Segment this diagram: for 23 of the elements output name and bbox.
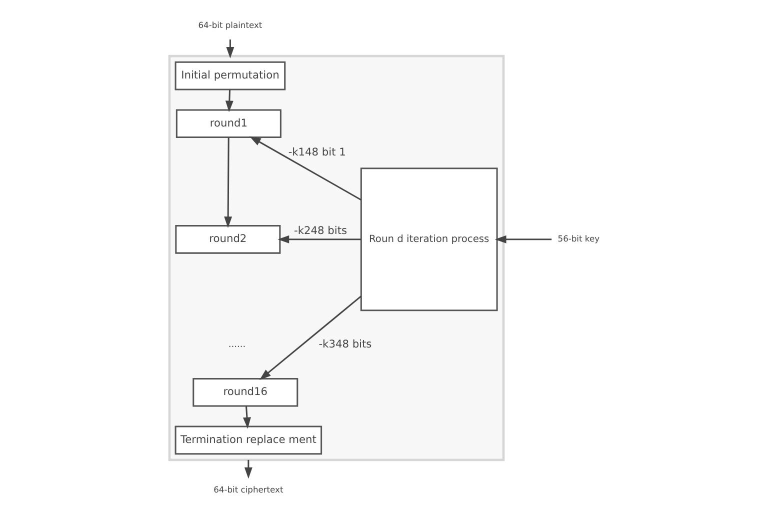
label: ......	[228, 339, 246, 350]
edge-label: -k148 bit 1	[288, 145, 346, 158]
edge-label: -k348 bits	[318, 336, 372, 350]
node-box: Roun d iteration process	[360, 167, 498, 311]
arrow	[225, 89, 234, 112]
cluster	[168, 54, 505, 461]
node-text: 64-bit ciphertext	[214, 484, 284, 494]
arrow	[224, 136, 232, 228]
arrow	[278, 234, 361, 243]
arrow	[260, 295, 362, 380]
arrow	[242, 406, 251, 428]
node-text: 56-bit key	[558, 233, 600, 244]
arrow	[226, 38, 234, 58]
edge-label: -k248 bits	[294, 224, 348, 237]
arrow	[244, 459, 252, 478]
node-box: round1	[176, 108, 282, 138]
arrow	[249, 136, 362, 200]
node-box: round16	[192, 377, 298, 406]
arrow	[494, 234, 552, 243]
node-box: Termination replace ment	[174, 425, 322, 454]
node-box: Initial permutation	[174, 60, 286, 90]
node-text: 64-bit plaintext	[198, 19, 262, 30]
node-box: round2	[175, 224, 281, 254]
